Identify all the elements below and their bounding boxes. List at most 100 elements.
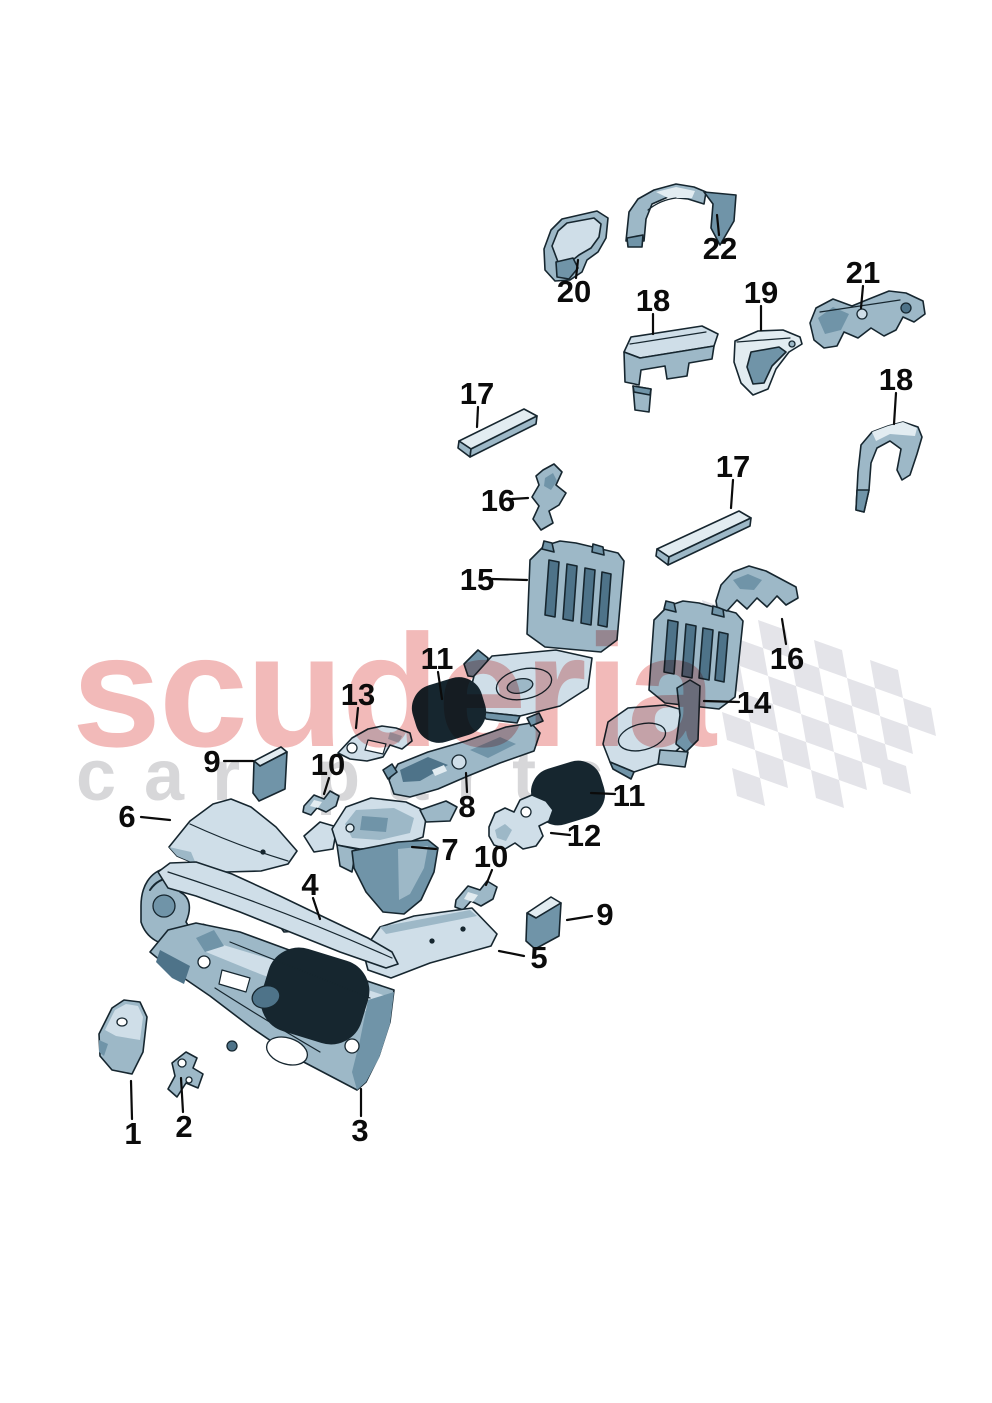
part-16-bracket <box>715 565 799 612</box>
leader-line-12 <box>549 831 572 837</box>
callout-16: 16 <box>481 483 530 518</box>
part-11-shape <box>411 677 487 743</box>
flag-diamond <box>735 638 768 676</box>
part-19-hole <box>788 340 796 348</box>
flag-diamond <box>811 770 844 808</box>
part-number-12: 12 <box>567 818 601 853</box>
part-number-9: 9 <box>203 744 220 779</box>
part-number-16: 16 <box>481 483 515 518</box>
callout-13: 13 <box>341 677 375 730</box>
part-8-shape <box>526 712 544 727</box>
part-8-shape <box>470 737 516 758</box>
part-14-shape <box>675 679 701 753</box>
part-16-shape <box>531 463 567 531</box>
part-2-hole <box>185 1076 193 1084</box>
part-18-shape <box>872 422 917 441</box>
part-1-hole <box>116 1017 128 1027</box>
part-number-3: 3 <box>351 1113 368 1148</box>
callout-4: 4 <box>301 867 322 921</box>
leader-line-8 <box>464 771 469 794</box>
part-number-17: 17 <box>460 376 494 411</box>
part-18-side-panel-insulation <box>623 325 719 413</box>
part-22-shape <box>656 187 695 198</box>
part-22-wheel-arch-insulation <box>625 183 737 248</box>
part-9-pad <box>252 746 288 802</box>
part-3-hole <box>344 1038 360 1054</box>
flag-diamond <box>745 694 778 732</box>
part-3-shape <box>156 950 190 984</box>
callout-9: 9 <box>203 744 255 779</box>
part-14-shape <box>681 623 697 679</box>
part-17-shape <box>656 510 752 558</box>
callout-11: 11 <box>589 778 646 813</box>
callout-3: 3 <box>351 1087 369 1148</box>
callout-17: 17 <box>460 376 494 429</box>
leader-line-16 <box>780 617 788 646</box>
leader-line-5 <box>497 949 526 958</box>
part-19-shape <box>746 346 787 385</box>
leader-line-2 <box>179 1076 185 1114</box>
part-11-pad <box>531 760 605 826</box>
part-14-seat-well-insulation <box>602 600 744 780</box>
callout-1: 1 <box>124 1079 142 1151</box>
part-16-shape <box>715 565 799 612</box>
part-15-shape <box>580 567 596 626</box>
part-10-shape <box>310 800 322 808</box>
callout-20: 20 <box>557 258 591 309</box>
part-number-11: 11 <box>613 778 646 813</box>
flag-diamond <box>755 750 788 788</box>
part-21-side-member-insulation <box>809 290 926 349</box>
part-3-detail-line <box>167 871 393 959</box>
part-3-shape <box>218 969 251 993</box>
part-21-hole <box>856 308 868 320</box>
callout-8: 8 <box>458 771 476 824</box>
callout-21: 21 <box>846 255 880 310</box>
part-18-detail-line <box>629 331 707 345</box>
leader-line-11 <box>589 791 617 796</box>
flag-diamond <box>834 752 867 790</box>
part-number-17: 17 <box>716 449 750 484</box>
part-8-shape <box>400 757 448 782</box>
leader-line-14 <box>702 699 741 704</box>
part-number-20: 20 <box>557 274 591 309</box>
leader-line-10 <box>322 776 331 796</box>
part-15-shape <box>597 571 612 628</box>
part-number-16: 16 <box>770 641 804 676</box>
part-3-shape <box>196 930 224 952</box>
part-20-shape <box>555 257 579 280</box>
part-number-1: 1 <box>124 1116 141 1151</box>
leader-line-1 <box>129 1079 134 1121</box>
part-number-6: 6 <box>118 799 135 834</box>
flag-diamond <box>801 714 834 752</box>
part-9-pad <box>525 896 562 950</box>
flag-diamond <box>847 678 880 716</box>
part-15-hole <box>495 667 553 701</box>
part-14-shape <box>663 600 677 613</box>
part-5-shape <box>380 910 477 934</box>
part-21-shape <box>809 290 926 349</box>
part-17-sill-strip <box>457 408 538 458</box>
part-7-shape <box>360 816 388 832</box>
part-6-shape <box>169 847 196 864</box>
callout-2: 2 <box>175 1076 193 1144</box>
leader-line-21 <box>859 284 865 310</box>
leader-line-15 <box>490 577 529 582</box>
flag-diamond <box>870 660 903 698</box>
callout-10: 10 <box>311 747 345 796</box>
flag-diamond <box>778 732 811 770</box>
part-number-9: 9 <box>596 897 613 932</box>
part-8-crossmember-insulation <box>382 712 544 798</box>
part-15-shape <box>544 559 560 618</box>
part-20-panel-pad <box>543 210 609 282</box>
leader-line-16 <box>510 496 530 501</box>
part-number-10: 10 <box>311 747 345 782</box>
part-7-shape <box>303 821 338 853</box>
flag-diamond <box>722 712 755 750</box>
part-19-detail-line <box>736 337 791 343</box>
part-number-13: 13 <box>341 677 375 712</box>
part-8-hole <box>451 754 467 770</box>
leader-line-17 <box>729 478 735 510</box>
part-2-clip <box>167 1051 204 1098</box>
part-13-shape <box>388 732 402 743</box>
